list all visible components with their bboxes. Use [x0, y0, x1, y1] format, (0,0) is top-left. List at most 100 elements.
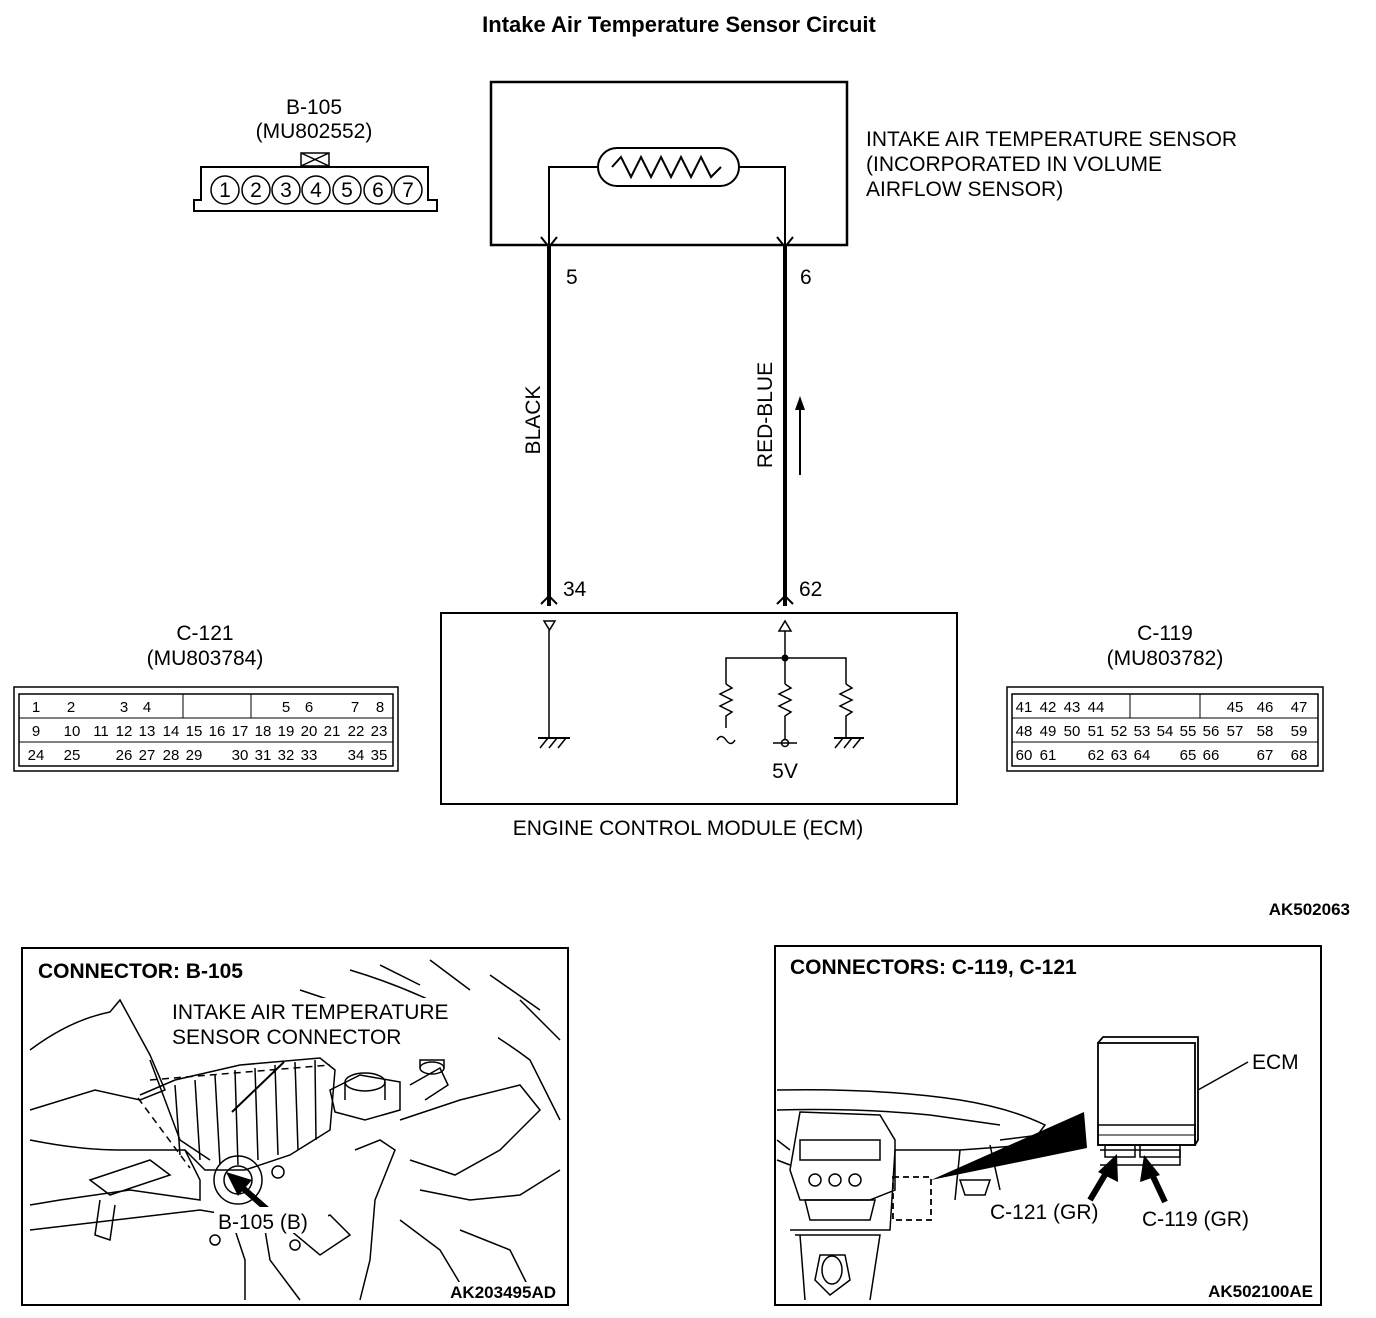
c119-row2: 48 49 50 51 52 53 54 55 56 57 58 59: [1016, 723, 1308, 740]
c121-pin: 35: [371, 747, 388, 764]
panel-left-callout-line2: SENSOR CONNECTOR: [172, 1026, 401, 1049]
b105-pin: 7: [402, 179, 414, 202]
b105-pin: 3: [280, 179, 292, 202]
diagram-title: Intake Air Temperature Sensor Circuit: [482, 12, 876, 37]
c121-pin: 33: [301, 747, 318, 764]
b105-connector: [193, 152, 438, 212]
c121-pin: 20: [301, 723, 318, 740]
b105-part: (MU802552): [256, 120, 373, 143]
c119-row1: 41 42 43 44 45 46 47: [1016, 699, 1308, 716]
c121-pin: 17: [232, 723, 249, 740]
c121-row1: 1 2 3 4 5 6 7 8: [32, 699, 384, 716]
c119-name: C-119: [1137, 622, 1193, 645]
engine-bay-illustration: [29, 959, 561, 1301]
b105-name: B-105: [286, 96, 342, 119]
current-direction-arrow-icon: [795, 396, 805, 475]
b105-pin: 2: [250, 179, 262, 202]
wire-color-red-blue: RED-BLUE: [754, 362, 777, 468]
ecm-supply-5v: 5V: [772, 760, 798, 783]
panel-connectors-c119-c121: [774, 945, 1322, 1306]
c121-row3: 24 25 26 27 28 29 30 31 32 33 34 35: [28, 747, 388, 764]
c121-pin: 1: [32, 699, 40, 716]
c121-pin: 2: [67, 699, 75, 716]
c121-pin: 25: [64, 747, 81, 764]
c121-pin: 13: [139, 723, 156, 740]
c121-pin: 5: [282, 699, 290, 716]
c121-pin: 15: [186, 723, 203, 740]
c121-pin: 11: [93, 723, 109, 740]
c119-pin: 46: [1257, 699, 1274, 716]
panel-right-ecm-label: ECM: [1252, 1051, 1299, 1074]
c119-pin: 55: [1180, 723, 1197, 740]
sensor-pin-5: 5: [566, 266, 578, 289]
panel-left-code: AK203495AD: [450, 1283, 556, 1302]
wire-color-black: BLACK: [522, 386, 545, 455]
wire-red-blue: [776, 236, 794, 606]
c119-pin: 48: [1016, 723, 1033, 740]
c121-pin: 29: [186, 747, 203, 764]
c119-pin: 59: [1291, 723, 1308, 740]
c119-part: (MU803782): [1107, 647, 1224, 670]
c121-pin: 31: [255, 747, 272, 764]
c121-pin: 14: [163, 723, 180, 740]
c121-pin: 26: [116, 747, 133, 764]
c121-pin: 34: [348, 747, 365, 764]
intake-air-temp-sensor: [489, 80, 849, 247]
c121-pin: 19: [278, 723, 295, 740]
c119-pin: 65: [1180, 747, 1197, 764]
c119-pin: 45: [1227, 699, 1244, 716]
wire-black: [540, 236, 558, 606]
ecm-label: ENGINE CONTROL MODULE (ECM): [513, 817, 863, 840]
c121-pin: 10: [64, 723, 81, 740]
c119-pin: 61: [1040, 747, 1057, 764]
sensor-label-line1: INTAKE AIR TEMPERATURE SENSOR: [866, 128, 1237, 151]
c121-pin: 16: [209, 723, 226, 740]
b105-pin: 1: [219, 179, 231, 202]
c119-pin: 49: [1040, 723, 1057, 740]
panel-right-c119-label: C-119 (GR): [1142, 1208, 1249, 1231]
c121-row2: 9 10 11 12 13 14 15 16 17 18 19 20 21 22…: [32, 723, 388, 740]
arrow-icon: [226, 1172, 272, 1215]
c119-pin: 43: [1064, 699, 1081, 716]
c119-pin: 52: [1111, 723, 1128, 740]
c121-pin: 9: [32, 723, 40, 740]
arrow-icon: [1087, 1154, 1118, 1202]
sensor-label-line3: AIRFLOW SENSOR): [866, 178, 1063, 201]
c119-pin: 62: [1088, 747, 1105, 764]
c119-pin: 64: [1134, 747, 1151, 764]
c119-connector: [1006, 686, 1324, 772]
c119-pin: 41: [1016, 699, 1033, 716]
panel-left-callout-line1: INTAKE AIR TEMPERATURE: [172, 1001, 449, 1024]
c119-pin: 50: [1064, 723, 1081, 740]
ecm-unit-illustration: [1097, 1036, 1199, 1158]
c119-pin: 57: [1227, 723, 1244, 740]
c121-part: (MU803784): [147, 647, 264, 670]
c121-pin: 18: [255, 723, 272, 740]
sensor-pin-6: 6: [800, 266, 812, 289]
c121-pin: 3: [120, 699, 128, 716]
arrow-icon: [1140, 1155, 1168, 1204]
ecm-pin-62: 62: [799, 578, 822, 601]
c121-pin: 24: [28, 747, 45, 764]
panel-right-c121-label: C-121 (GR): [990, 1201, 1099, 1224]
panel-connector-b105: [21, 947, 569, 1306]
c121-pin: 22: [348, 723, 365, 740]
ecm-pin-34: 34: [563, 578, 587, 601]
c119-pin: 58: [1257, 723, 1274, 740]
b105-pin: 5: [341, 179, 353, 202]
panel-right-code: AK502100AE: [1208, 1282, 1313, 1301]
c121-pin: 27: [139, 747, 156, 764]
c121-pin: 32: [278, 747, 295, 764]
c121-name: C-121: [176, 622, 233, 645]
c119-pin: 66: [1203, 747, 1220, 764]
c119-pin: 53: [1134, 723, 1151, 740]
dashboard-illustration: [776, 1088, 1181, 1301]
c121-connector: [13, 686, 399, 772]
c119-pin: 56: [1203, 723, 1220, 740]
c119-pin: 44: [1088, 699, 1105, 716]
c119-pin: 42: [1040, 699, 1057, 716]
c121-pin: 6: [305, 699, 313, 716]
c121-pin: 4: [143, 699, 151, 716]
panel-left-heading: CONNECTOR: B-105: [38, 960, 243, 983]
